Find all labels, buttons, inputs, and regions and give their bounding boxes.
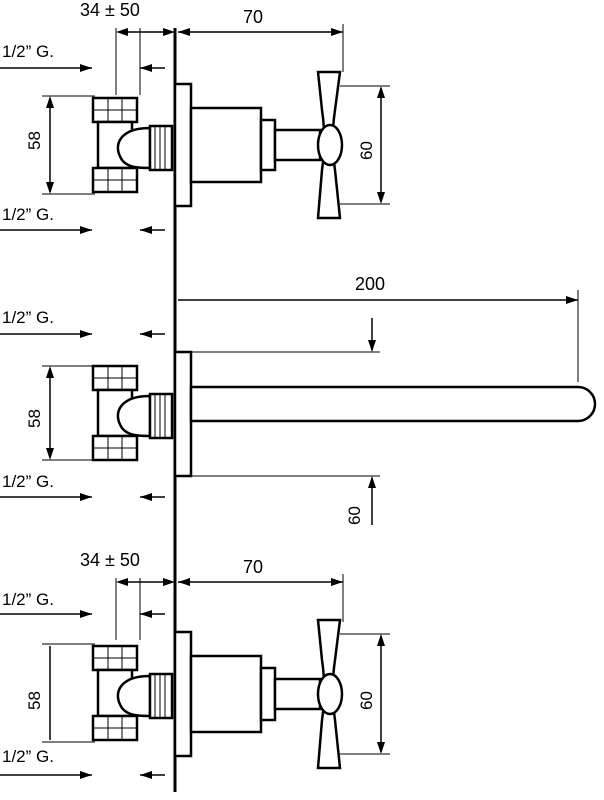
top-thread-bottom-label: 1/2” G. [2, 205, 54, 224]
spout-thread-bottom-label: 1/2” G. [2, 472, 54, 491]
top-depth-label: 70 [243, 7, 263, 27]
bottom-thread-top-label: 1/2” G. [2, 590, 54, 609]
spout-height-label: 60 [345, 506, 364, 525]
spout-inlet-spacing-label: 58 [25, 409, 44, 428]
top-handle-height-label: 60 [357, 141, 376, 160]
bottom-inlet-spacing-label: 58 [25, 691, 44, 710]
top-offset-label: 34 ± 50 [80, 0, 140, 20]
top-inlet-spacing-label: 58 [25, 131, 44, 150]
spout-thread-top-label: 1/2” G. [2, 308, 54, 327]
top-thread-top-label: 1/2” G. [2, 42, 54, 61]
bottom-valve-group: 34 ± 50 70 1/2” G. 1/2” G. 58 60 [0, 550, 390, 779]
top-valve-group: 34 ± 50 70 1/2” G. 1/2” G. 58 60 [0, 0, 390, 234]
bottom-thread-bottom-label: 1/2” G. [2, 747, 54, 766]
bottom-depth-label: 70 [243, 557, 263, 577]
spout-length-label: 200 [355, 274, 385, 294]
spout-group: 200 60 1/2” G. 1/2” G. 58 [0, 274, 597, 525]
bottom-handle-height-label: 60 [357, 691, 376, 710]
bottom-offset-label: 34 ± 50 [80, 550, 140, 570]
